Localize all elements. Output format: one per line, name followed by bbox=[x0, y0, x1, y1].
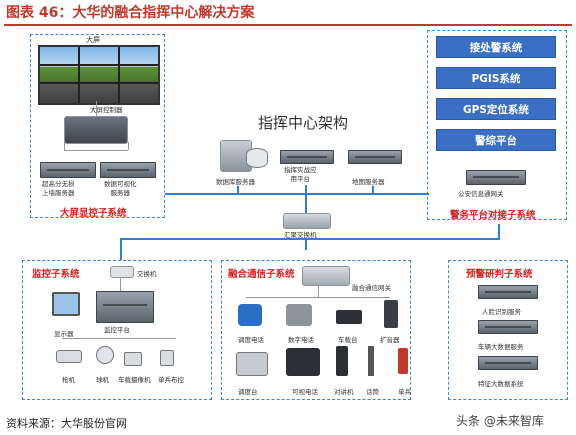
loudspeaker-icon bbox=[384, 300, 398, 328]
car-radio-label: 车载台 bbox=[338, 336, 358, 344]
monitoring-switch-label: 交换机 bbox=[137, 270, 157, 278]
display-control-panel-label: 大屏显控子系统 bbox=[60, 208, 127, 219]
lossless-wall-server bbox=[40, 162, 96, 178]
panel-police-platform bbox=[427, 30, 567, 220]
camera-label-bullet: 枪机 bbox=[62, 376, 75, 384]
core-switch-label: 汇聚交换机 bbox=[284, 231, 317, 239]
monitoring-switch bbox=[110, 266, 134, 278]
visualization-server bbox=[100, 162, 156, 178]
police-systems-list: 接处警系统 PGIS系统 GPS定位系统 警综平台 bbox=[436, 36, 556, 151]
loudspeaker-label: 扩音器 bbox=[380, 336, 400, 344]
camera-label-dome: 球机 bbox=[96, 376, 109, 384]
monitoring-platform-label: 监控平台 bbox=[104, 326, 130, 334]
monitoring-panel-label: 监控子系统 bbox=[32, 269, 80, 280]
vehicle-bigdata-server bbox=[478, 320, 538, 334]
handset-icon bbox=[398, 348, 408, 374]
feature-bigdata-server bbox=[478, 356, 538, 370]
screen-controller bbox=[64, 116, 128, 144]
video-wall bbox=[38, 45, 160, 105]
source-note: 资料来源：大华股份官网 bbox=[6, 417, 127, 430]
map-server-label: 地图服务器 bbox=[352, 178, 385, 186]
police-platform-panel-label: 警务平台对接子系统 bbox=[450, 210, 536, 221]
lossless-server-label: 超高分无损 上墙服务器 bbox=[42, 180, 75, 197]
panel-monitoring bbox=[22, 260, 212, 400]
body-camera-icon bbox=[160, 350, 174, 366]
walkie-talkie-icon bbox=[336, 346, 348, 376]
vehicle-camera-icon bbox=[124, 352, 142, 366]
gps-system-button: GPS定位系统 bbox=[436, 98, 556, 120]
camera-bullet-icon bbox=[56, 350, 82, 363]
command-platform-server bbox=[280, 150, 334, 164]
video-phone-label: 可视电话 bbox=[292, 388, 318, 396]
camera-dome-icon bbox=[96, 346, 114, 364]
panel-display-control bbox=[30, 34, 165, 218]
monitor-screen-icon bbox=[52, 292, 80, 316]
dispatch-phone-icon bbox=[238, 304, 262, 326]
watermark: 头条 @未来智库 bbox=[456, 414, 544, 428]
police-platform-button: 警综平台 bbox=[436, 129, 556, 151]
vehicle-bigdata-label: 车辆大数据服务 bbox=[478, 343, 524, 351]
handset-label: 单兵 bbox=[398, 388, 411, 396]
face-recognition-label: 人脸识别服务 bbox=[482, 308, 521, 316]
distribution-line bbox=[120, 238, 500, 240]
monitoring-platform-server bbox=[96, 291, 154, 323]
visualization-server-label: 数据可视化 服务器 bbox=[104, 180, 137, 197]
feature-bigdata-label: 特征大数据系统 bbox=[478, 380, 524, 388]
security-gateway-server bbox=[466, 170, 526, 185]
video-phone-icon bbox=[286, 348, 320, 376]
architecture-title: 指挥中心架构 bbox=[258, 114, 349, 132]
early-warning-panel-label: 预警研判子系统 bbox=[466, 269, 533, 280]
figure-title: 图表 46：大华的融合指挥中心解决方案 bbox=[6, 5, 255, 21]
command-platform-label: 指挥实战应 用平台 bbox=[284, 166, 317, 183]
dispatch-console-label: 调度台 bbox=[238, 388, 258, 396]
pgis-system-button: PGIS系统 bbox=[436, 67, 556, 89]
walkie-talkie-label: 对讲机 bbox=[334, 388, 354, 396]
security-gateway-label: 公安信息通网关 bbox=[458, 190, 504, 198]
digital-phone-icon bbox=[286, 304, 312, 326]
monitor-label: 显示器 bbox=[54, 330, 74, 338]
big-screen-label: 大屏 bbox=[86, 36, 100, 44]
db-server-label: 数据库服务器 bbox=[216, 178, 255, 186]
title-divider bbox=[4, 24, 572, 26]
core-bus-line bbox=[165, 193, 427, 195]
core-switch bbox=[283, 213, 331, 229]
dispatch-phone-label: 调度电话 bbox=[238, 336, 264, 344]
panel-early-warning bbox=[448, 260, 568, 400]
database-cylinder-icon bbox=[246, 148, 268, 168]
controller-label: 大屏控制器 bbox=[90, 106, 123, 114]
digital-phone-label: 数字电话 bbox=[288, 336, 314, 344]
microphone-icon bbox=[368, 346, 374, 376]
face-recognition-server bbox=[478, 285, 538, 299]
fusion-gateway-label: 融合通信网关 bbox=[352, 284, 391, 292]
fusion-comm-panel-label: 融合通信子系统 bbox=[228, 269, 295, 280]
camera-label-body: 单兵布控 bbox=[158, 376, 184, 384]
panel-fusion-comm bbox=[221, 260, 411, 400]
dispatch-console-icon bbox=[236, 352, 268, 376]
camera-label-vehicle: 车载摄像机 bbox=[118, 376, 151, 384]
alarm-handling-system-button: 接处警系统 bbox=[436, 36, 556, 58]
microphone-label: 话筒 bbox=[366, 388, 379, 396]
fusion-gateway bbox=[302, 266, 350, 286]
car-radio-icon bbox=[336, 310, 362, 324]
map-server bbox=[348, 150, 402, 164]
